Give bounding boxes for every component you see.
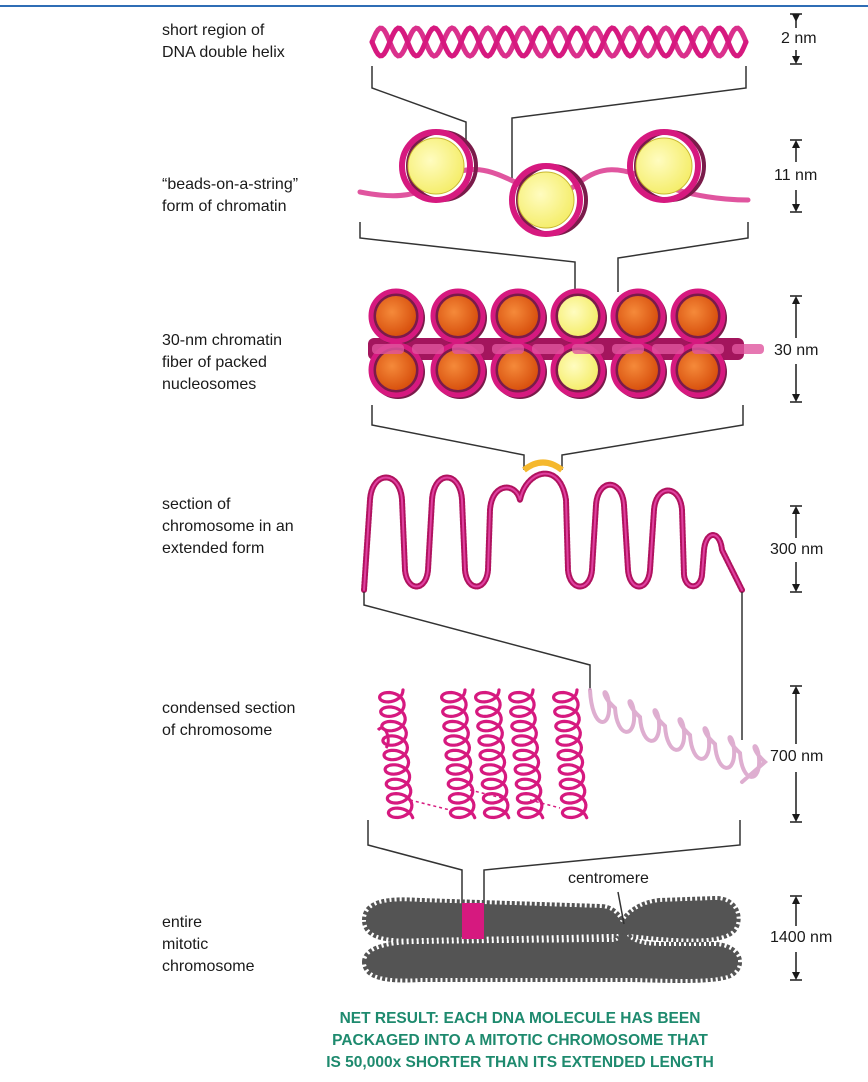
label-beads-on-string: “beads-on-a-string” form of chromatin [162,174,362,218]
coil-column [554,690,587,818]
net-result-line: PACKAGED INTO A MITOTIC CHROMOSOME THAT [240,1030,800,1052]
fiber-nucleosome-core [558,350,598,390]
fiber-linker [652,344,684,354]
label-line: section of [162,494,362,516]
fiber-nucleosome-core [618,296,658,336]
fiber-nucleosome-core [678,350,718,390]
label-line: chromosome in an [162,516,362,538]
highlight-segment [524,463,562,471]
fiber-linker [492,344,524,354]
fiber-linker [412,344,444,354]
fiber-linker [572,344,604,354]
scale-label-fiber: 30 nm [774,342,818,360]
net-result-text: NET RESULT: EACH DNA MOLECULE HAS BEEN P… [240,1008,800,1074]
label-dna-helix: short region of DNA double helix [162,20,362,64]
nucleosome-core [636,138,692,194]
highlighted-region [462,903,484,939]
label-extended-form: section of chromosome in an extended for… [162,494,362,560]
label-line: entire [162,912,362,934]
label-line: mitotic [162,934,362,956]
label-mitotic-chromosome: entire mitotic chromosome [162,912,362,978]
net-result-line: NET RESULT: EACH DNA MOLECULE HAS BEEN [240,1008,800,1030]
coil-column [476,690,509,818]
fiber-linker [532,344,564,354]
fiber-nucleosome-core [438,350,478,390]
fiber-linker [452,344,484,354]
net-result-line: IS 50,000x SHORTER THAN ITS EXTENDED LEN… [240,1052,800,1074]
fiber-nucleosome-core [618,350,658,390]
connector-lines-4 [364,592,742,740]
label-chromatin-fiber: 30-nm chromatin fiber of packed nucleoso… [162,330,362,396]
label-line: “beads-on-a-string” [162,174,362,196]
fiber-nucleosome-core [498,296,538,336]
fiber-nucleosome-core [376,296,416,336]
fiber-linker [372,344,404,354]
fiber-nucleosome-core [498,350,538,390]
label-line: fiber of packed [162,352,362,374]
scale-bars [790,14,802,980]
label-line: short region of [162,20,362,42]
condensed-chromosome-section [378,690,765,818]
beads-on-a-string [360,132,748,234]
chromatin-fiber-30nm [368,291,764,399]
connector-lines-5 [368,820,740,905]
label-line: nucleosomes [162,374,362,396]
coil-column [380,690,413,818]
scale-label-dna: 2 nm [781,30,817,48]
unraveling-loops [590,690,765,782]
scale-label-beads: 11 nm [774,167,817,185]
label-line: extended form [162,538,362,560]
extended-chromosome-section [364,463,742,591]
fiber-nucleosome-core [558,296,598,336]
scale-label-condensed: 700 nm [770,748,823,766]
chromatid-body [366,900,737,938]
mitotic-chromosome [366,892,738,979]
fiber-linker [612,344,644,354]
fiber-nucleosome-core [376,350,416,390]
connector-lines-3 [372,405,743,470]
label-line: chromosome [162,956,362,978]
fiber-linker [732,344,764,354]
dna-double-helix [372,28,746,56]
label-line: form of chromatin [162,196,362,218]
label-line: condensed section [162,698,362,720]
scale-label-mitotic: 1400 nm [770,929,832,947]
centromere-label: centromere [568,870,649,888]
fiber-nucleosome-core [438,296,478,336]
scale-label-extended: 300 nm [770,541,823,559]
label-line: of chromosome [162,720,362,742]
label-condensed-section: condensed section of chromosome [162,698,362,742]
nucleosome-core [518,172,574,228]
fiber-linker [692,344,724,354]
coil-column [442,690,475,818]
nucleosome-core [408,138,464,194]
fiber-nucleosome-core [678,296,718,336]
coil-column [510,690,543,818]
label-line: DNA double helix [162,42,362,64]
label-line: 30-nm chromatin [162,330,362,352]
